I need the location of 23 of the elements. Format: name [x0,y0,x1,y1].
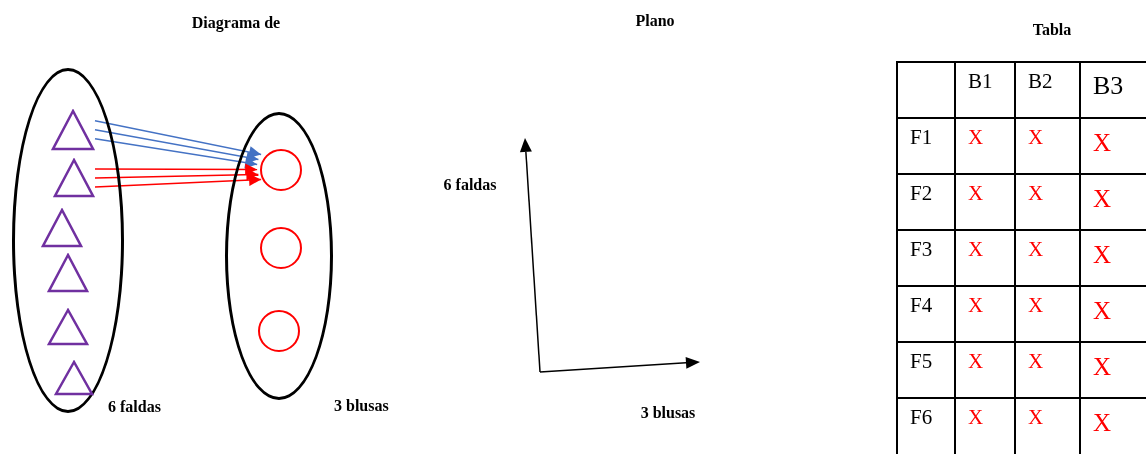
circle-shape [260,227,302,269]
triangle-shape [47,308,89,346]
set-label: 6 faldas [108,398,161,416]
triangle-shape [54,360,94,396]
panel-title: Diagrama de [191,14,281,32]
arrow [94,137,258,169]
circle-shape [260,149,302,191]
triangle-shape [51,109,95,151]
panel-title: Tabla [1032,21,1072,39]
set-ellipse [225,112,333,400]
arrow [94,168,260,181]
axis-label: 6 faldas [443,176,497,194]
arrow [94,163,258,176]
panel-title: Plano [635,12,675,30]
triangle-shape [47,253,89,293]
triangle-shape [53,158,95,198]
set-label: 3 blusas [334,397,389,415]
circle-shape [258,310,300,352]
arrow [94,119,262,158]
axis-label: 3 blusas [640,404,696,422]
triangle-shape [41,208,83,248]
arrow [94,174,262,188]
arrow [94,128,260,164]
